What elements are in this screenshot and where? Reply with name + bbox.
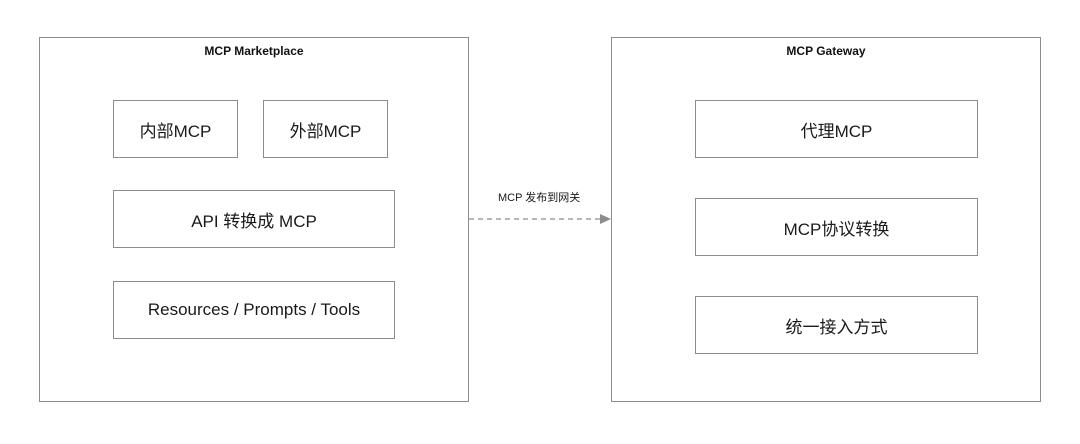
protocol-convert-box: MCP协议转换 — [695, 198, 978, 256]
marketplace-title: MCP Marketplace — [204, 44, 304, 58]
internal-mcp-box: 内部MCP — [113, 100, 238, 158]
external-mcp-box: 外部MCP — [263, 100, 388, 158]
api-convert-box: API 转换成 MCP — [113, 190, 395, 248]
resources-box: Resources / Prompts / Tools — [113, 281, 395, 339]
unified-access-box: 统一接入方式 — [695, 296, 978, 354]
gateway-title: MCP Gateway — [786, 44, 866, 58]
proxy-mcp-box: 代理MCP — [695, 100, 978, 158]
publish-connector-label: MCP 发布到网关 — [498, 192, 581, 204]
